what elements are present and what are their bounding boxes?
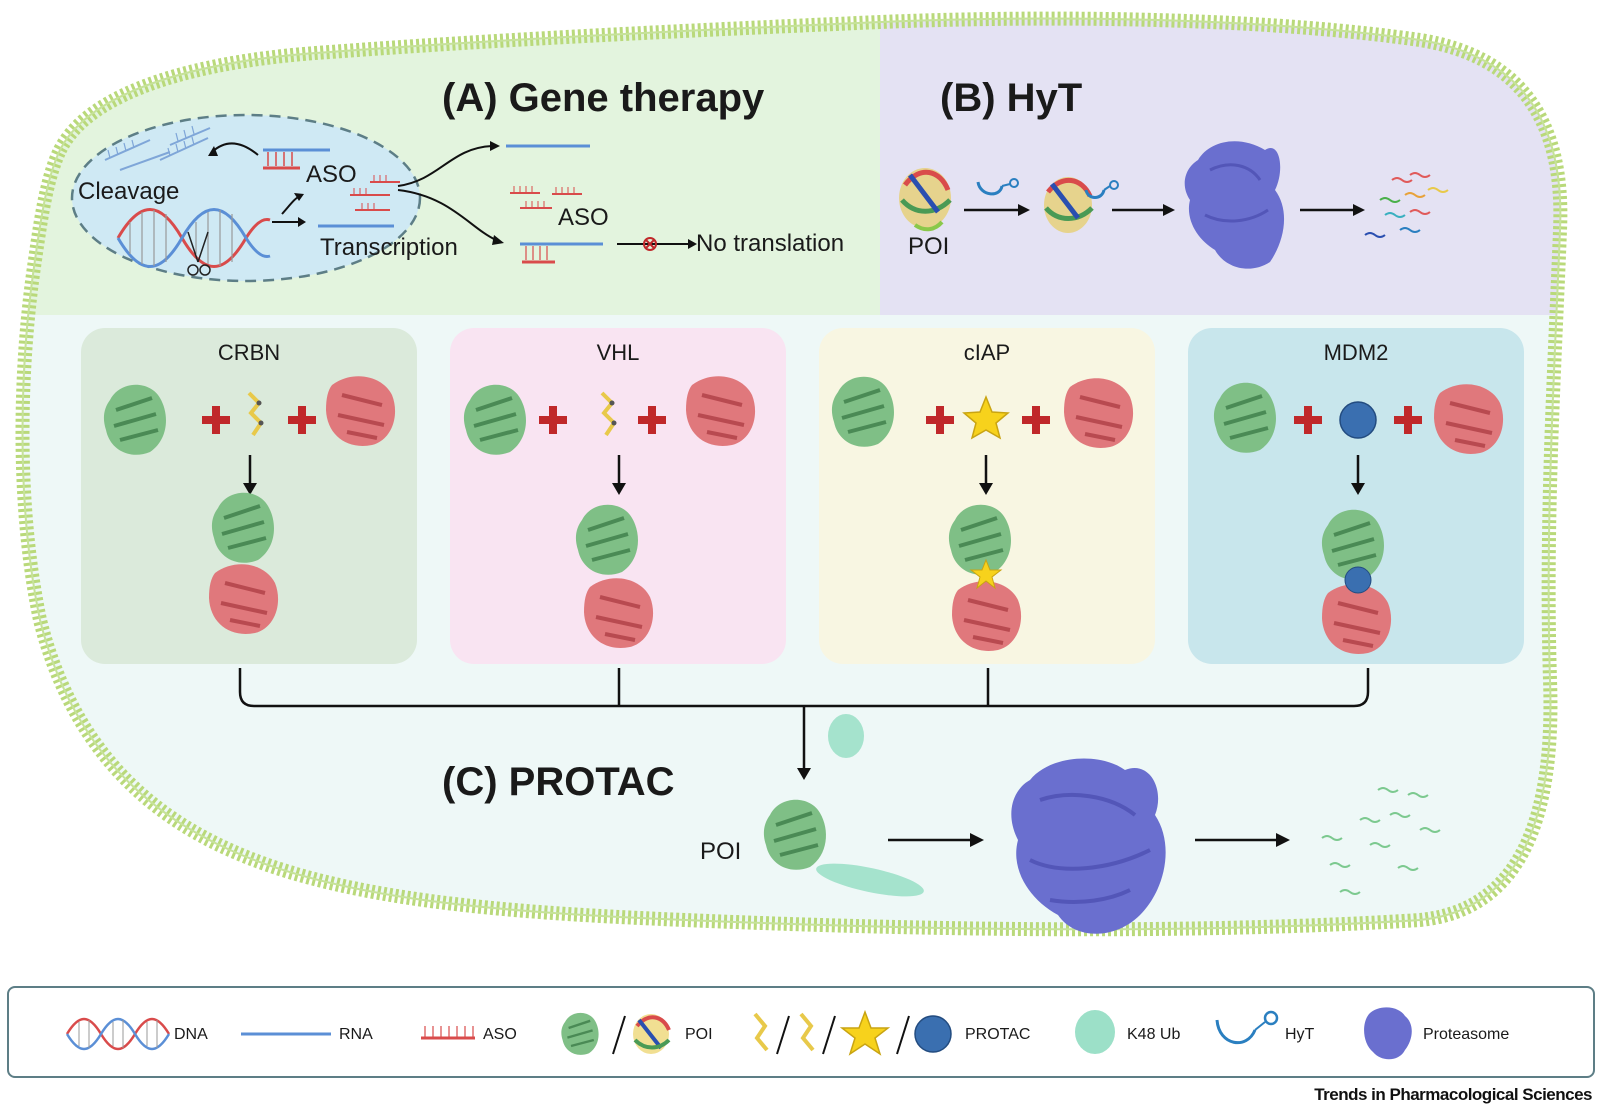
- ligase-name: VHL: [596, 340, 640, 365]
- legend-k48-label: K48 Ub: [1127, 1026, 1181, 1043]
- hyt-icon: [1215, 1010, 1279, 1045]
- legend-hyt-label: HyT: [1285, 1026, 1315, 1043]
- legend-poi-label: POI: [685, 1026, 713, 1043]
- ligase-name: CRBN: [217, 340, 281, 365]
- publisher-brand: Trends in Pharmacological Sciences: [1314, 1085, 1592, 1104]
- cleavage-label: Cleavage: [78, 178, 180, 205]
- peptide-fragments-icon: [1364, 172, 1449, 238]
- panel-c-title: (C) PROTAC: [442, 760, 675, 804]
- legend-rna-label: RNA: [339, 1026, 373, 1043]
- poi-hyt-icon: [1044, 177, 1119, 233]
- aso-icon: [421, 1026, 475, 1040]
- ligase-card-crbn: CRBN: [81, 328, 417, 664]
- ligase-card-ciap: cIAP: [819, 328, 1155, 664]
- panel-b-title: (B) HyT: [940, 76, 1083, 120]
- dna-icon: [65, 1017, 171, 1051]
- cleaved-rna-icon: [104, 125, 211, 171]
- scissors-icon: [187, 231, 211, 276]
- hyt-icon: [976, 181, 1004, 196]
- legend-dna-label: DNA: [174, 1026, 208, 1043]
- legend-graphics: [65, 1007, 1412, 1060]
- legend-protac-label: PROTAC: [965, 1026, 1031, 1043]
- ligase-name: cIAP: [963, 340, 1011, 365]
- aso-label-2: ASO: [558, 204, 609, 231]
- poi-icon: [560, 1011, 671, 1057]
- protac-icon: [753, 1009, 952, 1056]
- aso-icon: [350, 175, 400, 211]
- ligase-name: MDM2: [1323, 340, 1389, 365]
- panel-a-title: (A) Gene therapy: [442, 76, 765, 120]
- panel-b-graphics: [899, 141, 1449, 269]
- ligase-card-mdm2: MDM2: [1188, 328, 1524, 664]
- proteasome-icon: [1184, 141, 1285, 269]
- aso-label-1: ASO: [306, 161, 357, 188]
- panel-a-graphics: [70, 113, 697, 283]
- panel-b-poi-label: POI: [908, 233, 950, 260]
- transcription-label: Transcription: [320, 234, 458, 261]
- ligase-card-vhl: VHL: [450, 328, 786, 664]
- proteasome-icon: [1364, 1007, 1412, 1060]
- legend-aso-label: ASO: [483, 1026, 517, 1043]
- k48-ub-icon: [1075, 1010, 1115, 1054]
- no-translation-label: No translation: [696, 230, 845, 257]
- legend-proteasome-label: Proteasome: [1423, 1026, 1510, 1043]
- panel-c-poi-label: POI: [700, 838, 742, 865]
- poi-protein-icon: [899, 168, 952, 232]
- legend-box: DNA RNA ASO POI PROTAC K48 Ub HyT Protea…: [7, 986, 1595, 1078]
